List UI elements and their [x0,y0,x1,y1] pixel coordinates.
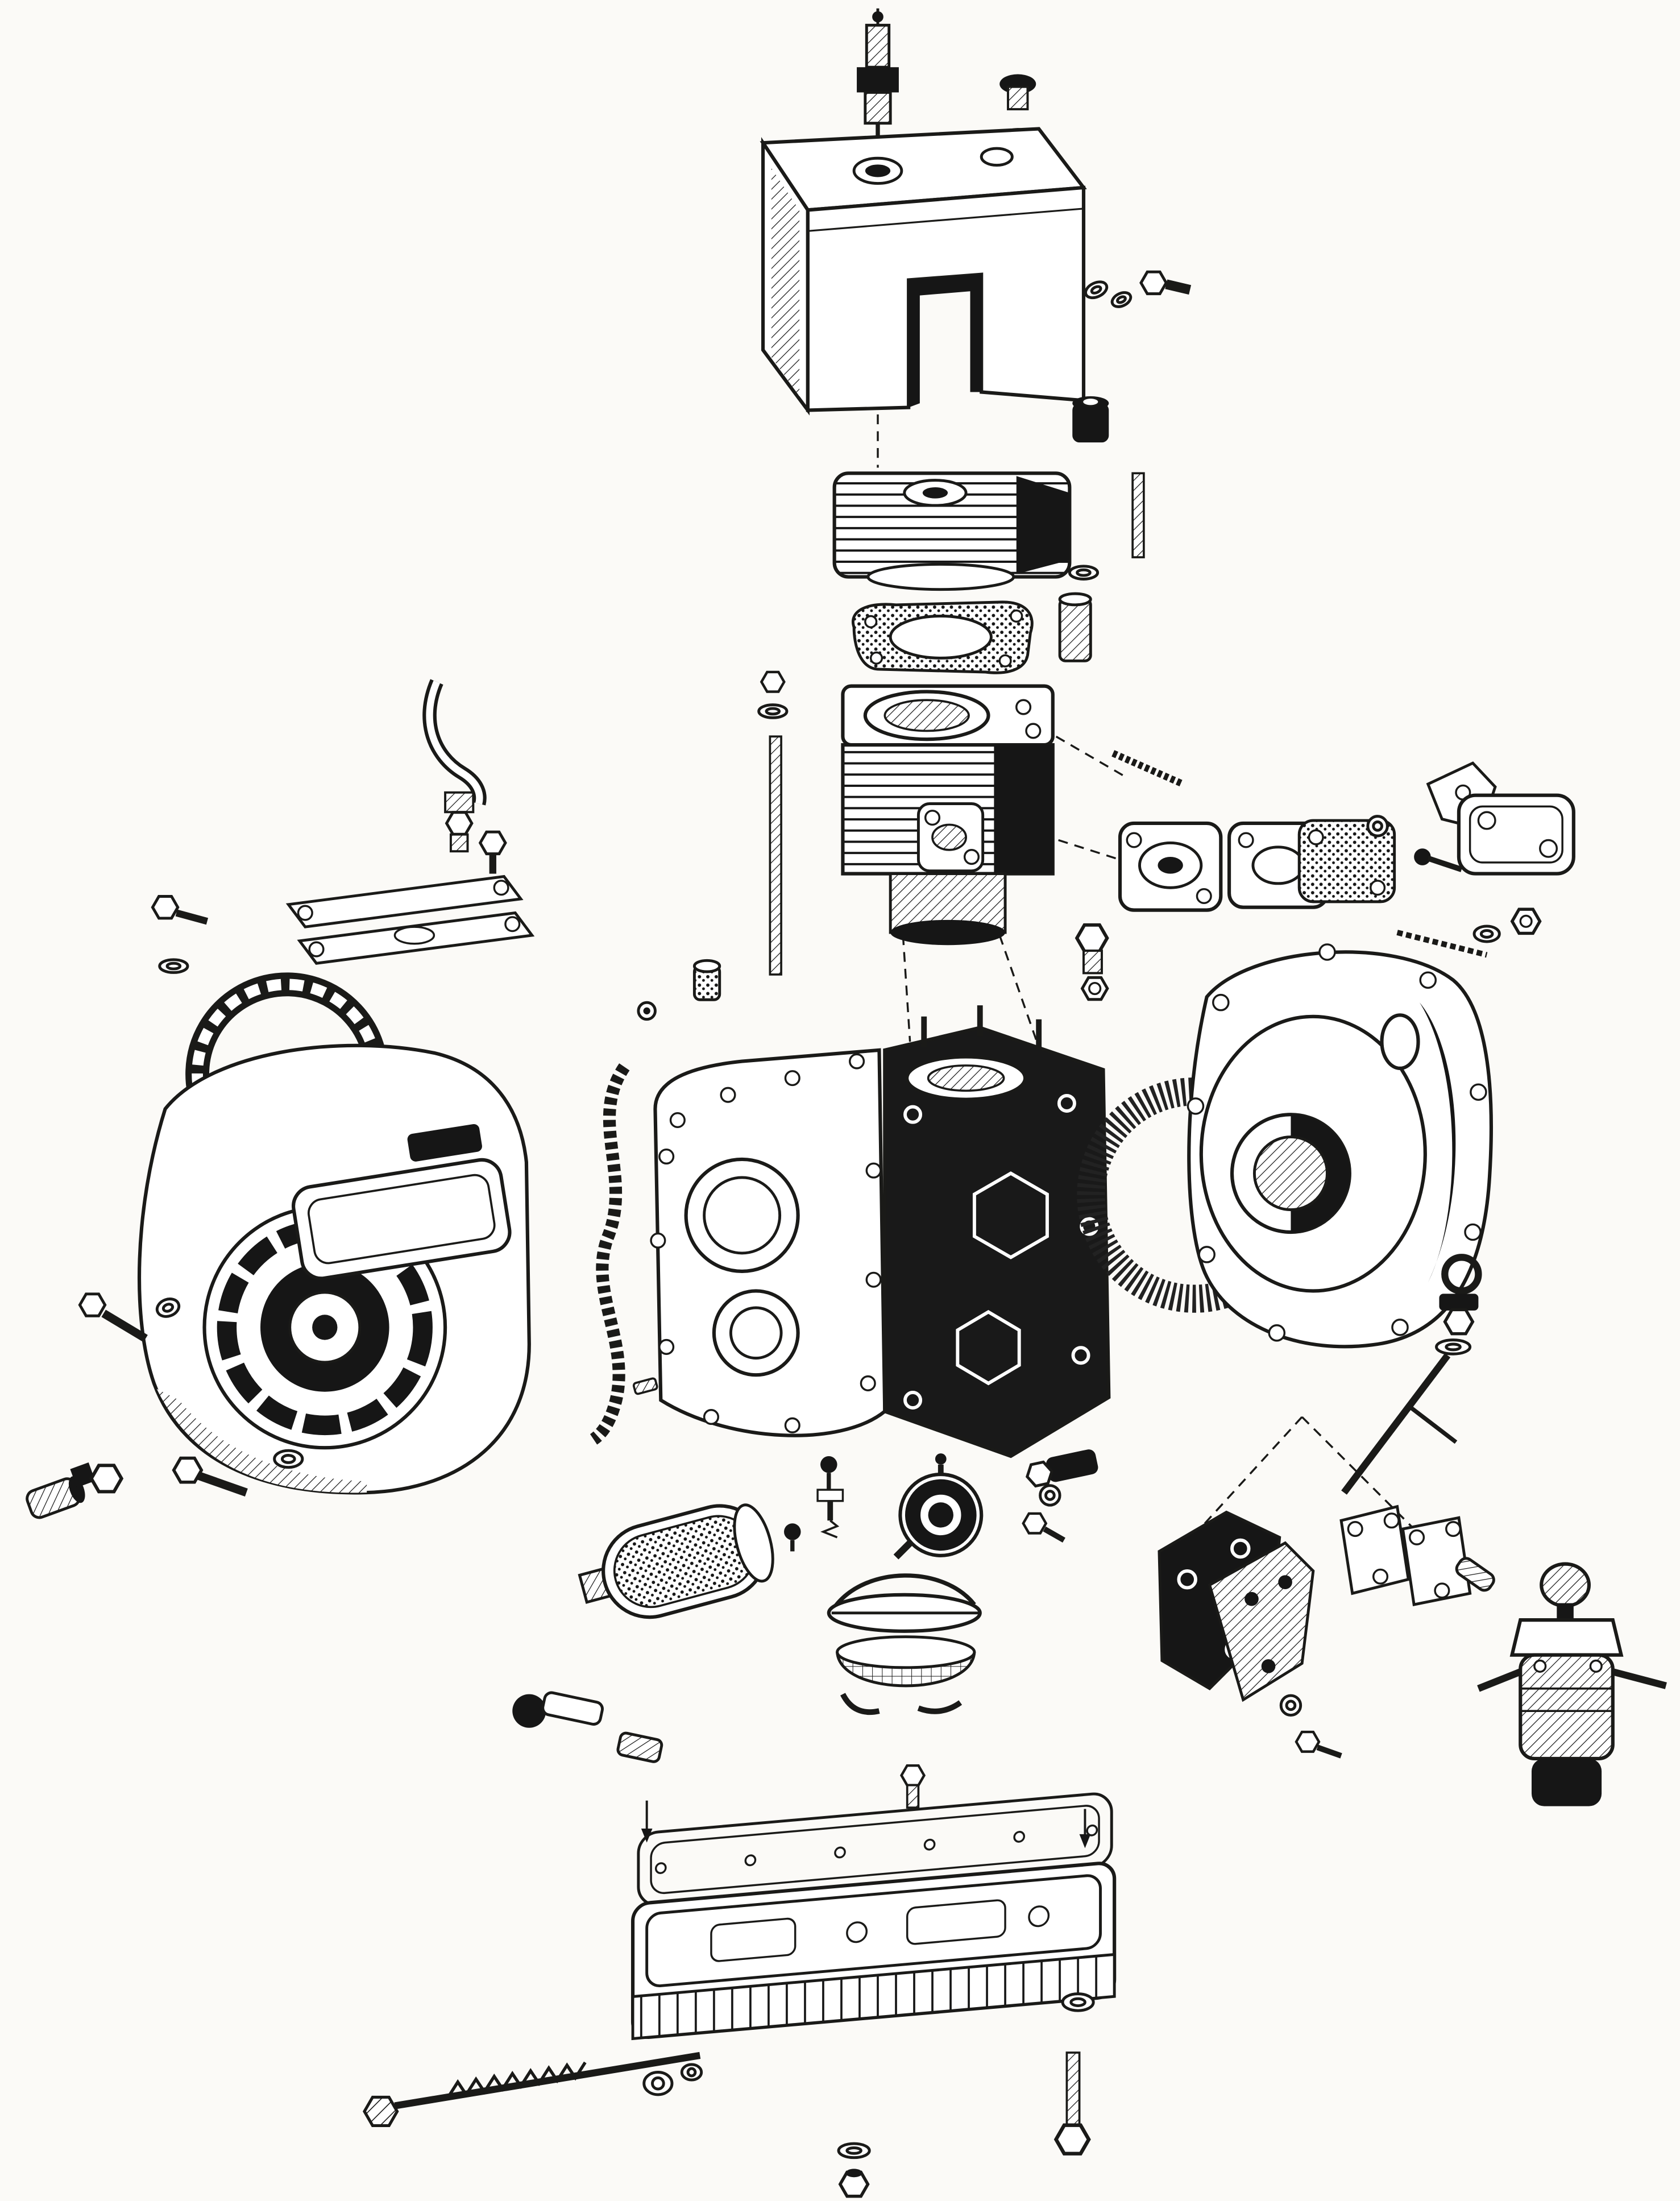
bolt-23-washers [1084,272,1192,308]
spark-plug-illustration [857,8,899,140]
oil-sender-group [1023,1449,1098,1543]
head-nut-stud-group [1058,396,1145,662]
chaincase-cover-illustration [1077,943,1493,1349]
oil-filter-illustration [578,1503,774,1619]
stud-group [692,672,787,1001]
left-fasteners-group [26,1294,304,1519]
strainer-group [827,1573,982,1715]
drain-screw-group [364,2051,871,2196]
cylinder-illustration [841,684,1055,946]
oil-line-group [285,679,535,965]
fuel-pump-group [1339,1504,1667,1806]
cylinder-head-illustration [832,471,1072,591]
engine-mount-group [1158,1510,1342,1759]
cooling-shroud-illustration [760,127,1087,416]
dipstick-illustration [1341,1254,1482,1495]
cover-gasket-44 [1077,1077,1231,1313]
breather-plates-group [1111,750,1575,958]
timing-cover-illustration [137,1043,531,1495]
case-bolt-group [1077,925,1107,1000]
crankcase-illustration [632,1005,1111,1458]
head-gasket-illustration [852,600,1034,674]
relief-valve-group [784,1453,984,1560]
case-gasket-strip [590,1001,657,1445]
plug-sleeve-group [512,1691,663,1763]
oil-pan-group [630,1765,1117,2154]
